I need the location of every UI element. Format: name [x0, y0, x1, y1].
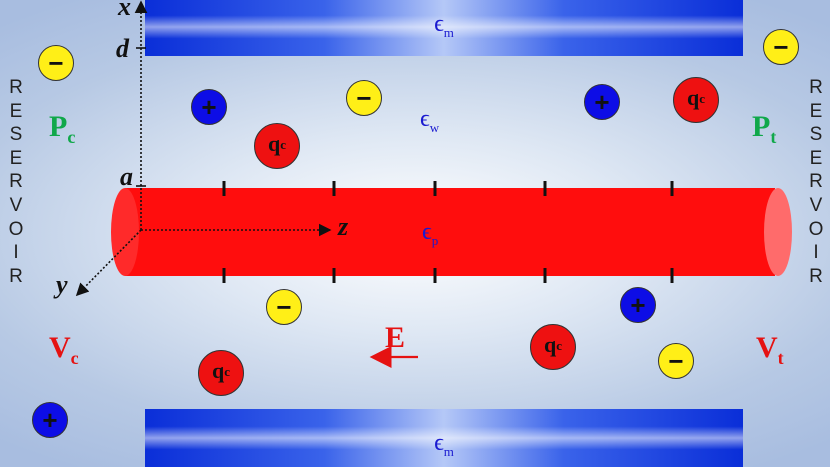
- negative-ion: −: [266, 289, 302, 325]
- top-electrode-plate: ϵm: [145, 0, 743, 56]
- cylinder-left-cap: [111, 188, 139, 276]
- axis-level-ticks: [136, 47, 146, 187]
- a-label: a: [120, 162, 133, 191]
- negative-ion: −: [763, 29, 799, 65]
- pressure-left-label: Pc: [49, 110, 76, 147]
- top-plate-permittivity: ϵm: [434, 11, 454, 40]
- water-permittivity: ϵw: [420, 106, 440, 135]
- positive-ion: +: [584, 84, 620, 120]
- cylinder-right-cap: [764, 188, 792, 276]
- positive-ion: +: [191, 89, 227, 125]
- bottom-plate-permittivity: ϵm: [434, 430, 454, 459]
- z-axis-label: z: [338, 212, 349, 241]
- positive-ion: +: [32, 402, 68, 438]
- negative-ion: −: [38, 45, 74, 81]
- electric-field-label: E: [385, 321, 406, 354]
- coordinate-axes: [75, 0, 332, 297]
- cylinder-tick-marks: [222, 181, 674, 283]
- voltage-left-label: Vc: [49, 331, 79, 368]
- cylinder-body: [125, 188, 775, 276]
- pressure-right-label: Pt: [752, 110, 777, 147]
- d-label: d: [116, 34, 129, 63]
- positive-ion: +: [620, 287, 656, 323]
- particle-permittivity: ϵp: [422, 219, 439, 248]
- y-axis-label: y: [56, 270, 68, 299]
- negative-ion: −: [346, 80, 382, 116]
- x-axis-label: x: [118, 0, 131, 21]
- y-axis-line: [75, 229, 142, 297]
- bottom-electrode-plate: ϵm: [145, 409, 743, 467]
- plate-sheen: [145, 0, 743, 56]
- plate-sheen: [145, 409, 743, 467]
- voltage-right-label: Vt: [756, 331, 784, 368]
- cylinder: [111, 188, 792, 276]
- negative-ion: −: [658, 343, 694, 379]
